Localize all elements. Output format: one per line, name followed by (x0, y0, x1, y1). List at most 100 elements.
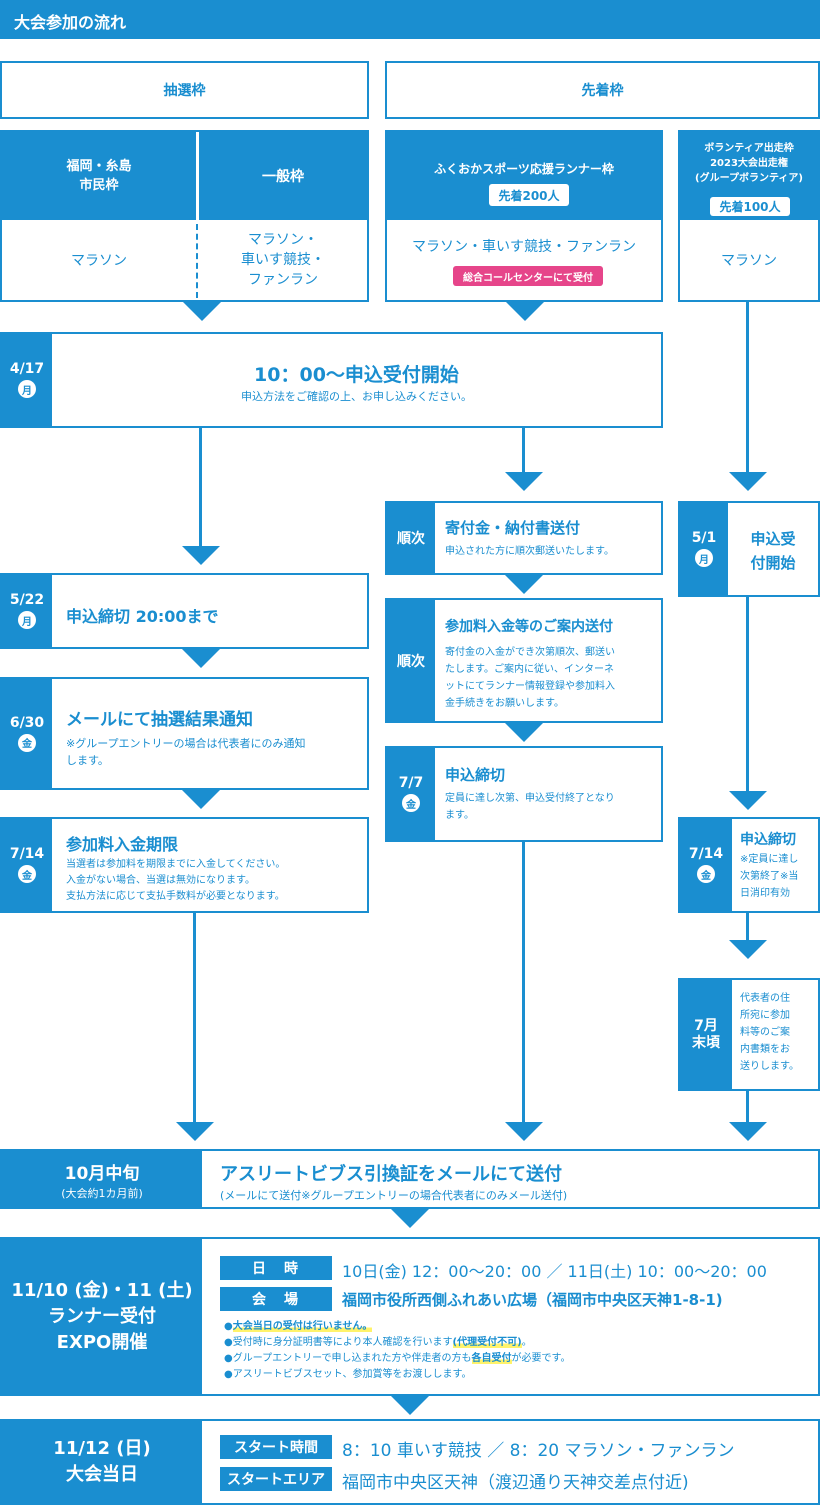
quota-fukuoka-events: マラソン (2, 220, 196, 300)
weekday-circle: 金 (18, 865, 36, 883)
arrow-down-icon (729, 940, 767, 959)
quota-fukuoka-itoshima-label: 福岡・糸島 市民枠 (66, 159, 132, 193)
step-desc: 代表者の住 所宛に参加 料等のご案 内書類をお 送りします。 (740, 993, 799, 1072)
start-area-label: スタートエリア (220, 1467, 332, 1491)
flow-line (193, 913, 196, 1125)
step-title: 参加料入金等のご案内送付 (445, 619, 613, 635)
bibs-when-sub: (大会約1カ月前) (61, 1187, 143, 1200)
expo-note: ●大会当日の受付は行いません。 (224, 1321, 373, 1332)
flow-line (522, 842, 525, 1125)
step-title: 参加料入金期限 (66, 835, 179, 854)
label-badge: 順次 (387, 503, 435, 573)
note-text: が必要です。 (511, 1353, 571, 1364)
race-day-box: 11/12 (日) 大会当日 スタート時間 8：10 車いす競技 ／ 8：20 … (0, 1419, 820, 1505)
datetime-label: 日 時 (220, 1256, 332, 1280)
race-when-label: 11/12 (日) 大会当日 (53, 1438, 151, 1485)
date-badge: 4/17 月 (2, 334, 52, 426)
date-text: 7/7 (398, 775, 424, 791)
quota-fukuoka-events-label: マラソン (71, 253, 127, 269)
category-first-come: 先着枠 (385, 61, 820, 119)
flow-line (746, 302, 749, 474)
arrow-down-icon (505, 1122, 543, 1141)
note-text: 。 (521, 1337, 532, 1348)
start-time-label: スタート時間 (220, 1435, 332, 1459)
expo-note: ●アスリートビブスセット、参加賞等をお渡しします。 (224, 1369, 472, 1380)
date-badge: 7月 末頃 (680, 980, 732, 1089)
arrow-down-icon (729, 791, 767, 810)
note-highlight: 大会当日の受付は行いません。 (232, 1321, 373, 1332)
volunteer-step-documents: 7月 末頃 代表者の住 所宛に参加 料等のご案 内書類をお 送りします。 (678, 978, 820, 1091)
flow-line (746, 913, 749, 943)
volunteer-box: ボランティア出走枠 2023大会出走権 (グループボランティア) 先着100人 … (678, 130, 820, 302)
label-text: 順次 (397, 653, 425, 670)
arrow-down-icon (182, 790, 220, 809)
open-title: 10：00〜申込受付開始 (254, 364, 459, 386)
race-start-area: 福岡市中央区天神（渡辺通り天神交差点付近) (342, 1473, 689, 1493)
volunteer-quota-badge: 先着100人 (710, 197, 790, 216)
sports-runner-label: ふくおかスポーツ応援ランナー枠 (434, 162, 614, 176)
category-lottery: 抽選枠 (0, 61, 369, 119)
weekday-circle: 月 (695, 549, 713, 567)
note-highlight: (代理受付不可) (452, 1337, 522, 1348)
date-text: 7月 末頃 (692, 1017, 720, 1051)
flow-line (522, 428, 525, 474)
call-center-badge: 総合コールセンターにて受付 (453, 266, 603, 286)
lottery-quota-box: 福岡・糸島 市民枠 一般枠 マラソン マラソン・ 車いす競技・ ファンラン (0, 130, 369, 302)
quota-general-label: 一般枠 (262, 169, 304, 185)
date-text: 7/14 (688, 846, 724, 862)
note-highlight: 各自受付 (471, 1353, 512, 1364)
lottery-step-payment: 7/14 金 参加料入金期限 当選者は参加料を期限までに入金してください。 入金が… (0, 817, 369, 913)
step-title: 申込締切 (740, 832, 796, 848)
flow-line (746, 597, 749, 793)
sports-runner-events: マラソン・車いす競技・ファンラン (412, 239, 636, 255)
bibs-title: アスリートビブス引換証をメールにて送付 (220, 1164, 562, 1185)
arrow-down-icon (391, 1209, 429, 1228)
bibs-box: 10月中旬 (大会約1カ月前) アスリートビブス引換証をメールにて送付 (メール… (0, 1149, 820, 1209)
arrow-down-icon (729, 472, 767, 491)
quota-fukuoka-itoshima: 福岡・糸島 市民枠 (2, 132, 196, 220)
arrow-down-icon (729, 1122, 767, 1141)
date-text: 7/14 (9, 846, 45, 862)
step-desc: 申込された方に順次郵送いたします。 (445, 546, 614, 557)
arrow-down-icon (391, 1396, 429, 1415)
first-step-guide: 順次 参加料入金等のご案内送付 寄付金の入金ができ次第順次、郵送い たします。ご… (385, 598, 663, 723)
quota-general-events-label: マラソン・ 車いす競技・ ファンラン (241, 232, 325, 288)
date-text: 5/22 (9, 592, 45, 608)
arrow-down-icon (505, 723, 543, 742)
note-text: アスリートビブスセット、参加賞等をお渡しします。 (232, 1369, 472, 1380)
arrow-down-icon (182, 546, 220, 565)
step-desc: 定員に達し次第、申込受付終了となり ます。 (445, 793, 615, 821)
step-title: 申込受 付開始 (750, 530, 796, 572)
step-title: 申込締切 (445, 766, 506, 784)
flow-line (199, 428, 202, 548)
page-title: 大会参加の流れ (14, 13, 127, 32)
arrow-down-icon (505, 575, 543, 594)
step-desc: 当選者は参加料を期限までに入金してください。 入金がない場合、当選は無効になりま… (66, 859, 286, 902)
expo-box: 11/10 (金)・11 (土) ランナー受付 EXPO開催 日 時 10日(金… (0, 1237, 820, 1396)
sports-runner-box: ふくおかスポーツ応援ランナー枠 先着200人 マラソン・車いす競技・ファンラン … (385, 130, 663, 302)
note-text: グループエントリーで申し込まれた方や伴走者の方も (232, 1353, 472, 1364)
quota-general: 一般枠 (199, 132, 367, 220)
open-desc: 申込方法をご確認の上、お申し込みください。 (241, 390, 472, 403)
note-text: 受付時に身分証明書等により本人確認を行います (232, 1337, 453, 1348)
expo-datetime: 10日(金) 12：00〜20：00 ／ 11日(土) 10：00〜20：00 (342, 1262, 767, 1281)
category-first-come-label: 先着枠 (581, 83, 624, 99)
race-start-time: 8：10 車いす競技 ／ 8：20 マラソン・ファンラン (342, 1441, 735, 1461)
flow-line (746, 1091, 749, 1125)
expo-when-label: 11/10 (金)・11 (土) ランナー受付 EXPO開催 (11, 1279, 193, 1353)
arrow-down-icon (176, 1122, 214, 1141)
volunteer-events-label: マラソン (721, 253, 777, 269)
step-title: 寄付金・納付書送付 (445, 519, 581, 537)
label-text: 順次 (397, 531, 425, 547)
date-text: 4/17 (9, 361, 45, 377)
bibs-when: 10月中旬 (大会約1カ月前) (2, 1151, 202, 1207)
